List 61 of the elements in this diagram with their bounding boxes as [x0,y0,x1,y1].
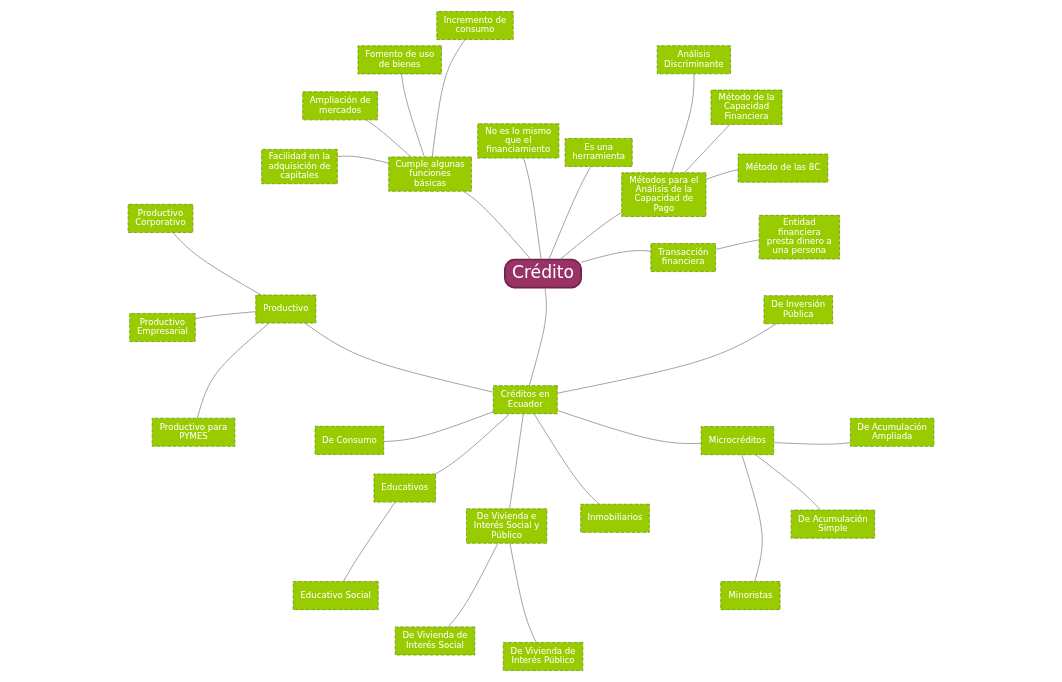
node-box: Es una herramienta [564,138,633,167]
node-box: De Acumulación Ampliada [850,417,935,447]
connector [383,411,494,442]
connector [773,442,851,445]
node-box: De Inversión Pública [763,295,834,325]
node-box: Productivo [255,294,317,324]
connector [196,323,270,419]
connector [447,542,499,628]
node-box: Productivo Corporativo [127,203,194,233]
connector [523,157,542,260]
connector [509,542,537,643]
node-box: Crédito [504,258,582,289]
node-box: Educativo Social [292,581,379,611]
connector [365,119,412,158]
connector [548,166,592,260]
connector [528,287,547,386]
node-box: Minoristas [720,581,781,611]
connector [581,250,651,263]
connector [343,501,396,582]
connector [172,232,262,296]
node-box: Microcréditos [700,426,775,456]
connector [684,124,731,174]
connector [557,410,702,444]
node-box: Método de las 8C [737,153,829,183]
node-box: De Acumulación Simple [790,509,876,539]
node-box: Cumple algunas funciones básicas [388,156,472,192]
connector [401,73,425,158]
node-box: Productivo para PYMES [151,417,236,447]
connector [431,39,466,158]
connector [533,413,600,505]
node-box: Educativos [373,473,436,503]
node-box: Entidad financiera presta dinero a una persona [758,214,840,260]
connector [560,211,623,260]
node-box: Método de la Capacidad Financiera [710,89,783,125]
connector [705,169,739,180]
connector [741,454,763,582]
node-box: Incremento de consumo [436,11,514,40]
connector [755,454,821,511]
node-box: Métodos para el Análisis de la Capacidad de Pago [621,172,707,217]
connector [336,155,389,164]
node-box: Ampliación de mercados [302,91,378,121]
node-box: Créditos en Ecuador [492,385,558,415]
connector [304,322,494,393]
node-box: De Consumo [314,425,385,455]
node-box: Facilidad en la adquisición de capitales [261,149,338,185]
node-box: De Vivienda de Interés Público [502,642,584,671]
node-box: Productivo Empresarial [129,313,196,342]
node-box: Análisis Discriminante [656,45,731,75]
connector [715,239,760,250]
connector [463,190,532,260]
connector [434,413,510,475]
connector [557,323,777,394]
node-box: No es lo mismo que el financiamiento [477,123,560,159]
node-box: De Vivienda de Interés Social [394,626,476,656]
connector [670,73,695,173]
node-box: De Vivienda e Interés Social y Público [466,508,548,544]
node-box: Inmobiliarios [580,503,650,533]
node-box: Transacción financiera [650,243,716,272]
connector [195,311,256,320]
connector [509,413,524,510]
node-box: Fomento de uso de bienes [357,45,442,75]
